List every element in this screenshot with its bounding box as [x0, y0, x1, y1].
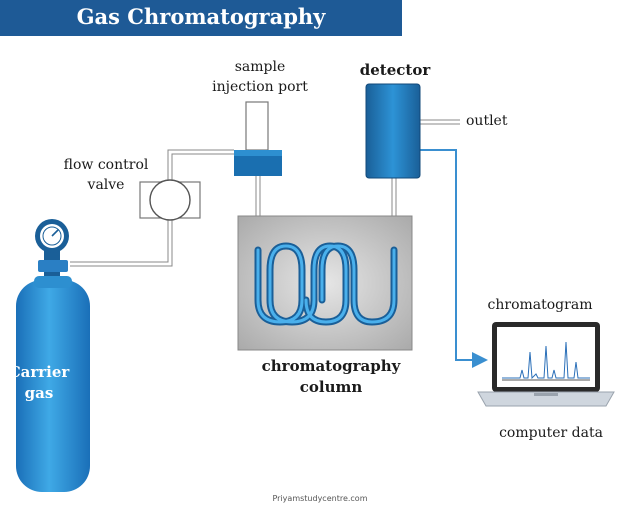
label-computer-data: computer data [499, 425, 603, 441]
title-banner [0, 0, 402, 36]
footer-credit: Priyamstudycentre.com [272, 494, 368, 503]
pressure-gauge-icon [35, 219, 69, 253]
label-carrier-gas: Carrier gas [8, 363, 70, 402]
page-title: Gas Chromatography [76, 4, 326, 29]
label-detector: detector [359, 61, 431, 79]
signal-arrow [420, 149, 488, 368]
chromatogram-trace [502, 341, 590, 381]
label-flow-control-valve: flow control valve [63, 157, 149, 193]
sample-injection-port [234, 101, 282, 176]
laptop-icon [477, 322, 615, 407]
label-chromatography-column: chromatography column [261, 357, 401, 396]
chromatography-column-coil [254, 242, 398, 326]
gas-lines [70, 119, 460, 267]
detector [365, 83, 421, 179]
carrier-gas-cylinder [16, 242, 90, 492]
label-sample-injection-port: sample injection port [212, 59, 308, 95]
flow-control-valve [139, 179, 201, 221]
label-chromatogram: chromatogram [487, 297, 593, 313]
label-outlet: outlet [466, 113, 508, 129]
